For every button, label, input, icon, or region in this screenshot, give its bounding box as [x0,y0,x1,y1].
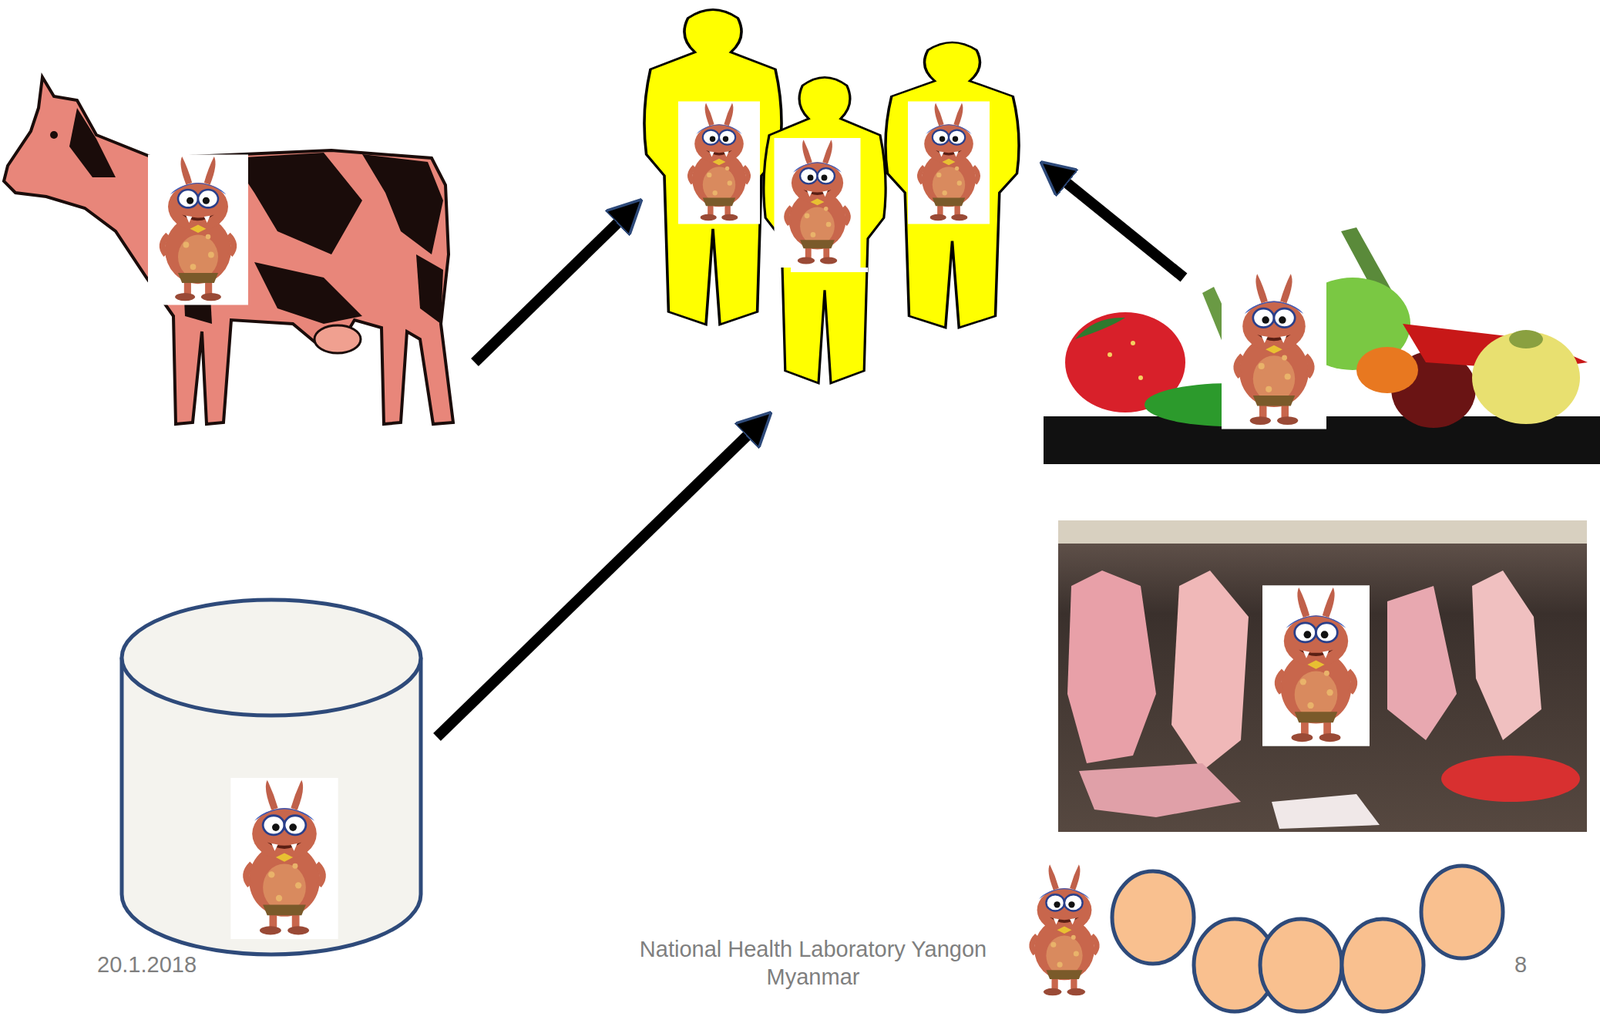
arrows [436,170,1184,737]
cow [3,77,454,424]
eggs [1018,862,1503,1012]
footer-text: 20.1.2018 [97,950,197,979]
vegetables [1043,227,1600,464]
milk-container [121,599,421,955]
people [644,10,1019,384]
footer-text: National Health Laboratory Yangon Myanma… [616,934,1010,992]
meat-photo [1058,520,1587,832]
footer-text: 8 [1514,950,1527,979]
